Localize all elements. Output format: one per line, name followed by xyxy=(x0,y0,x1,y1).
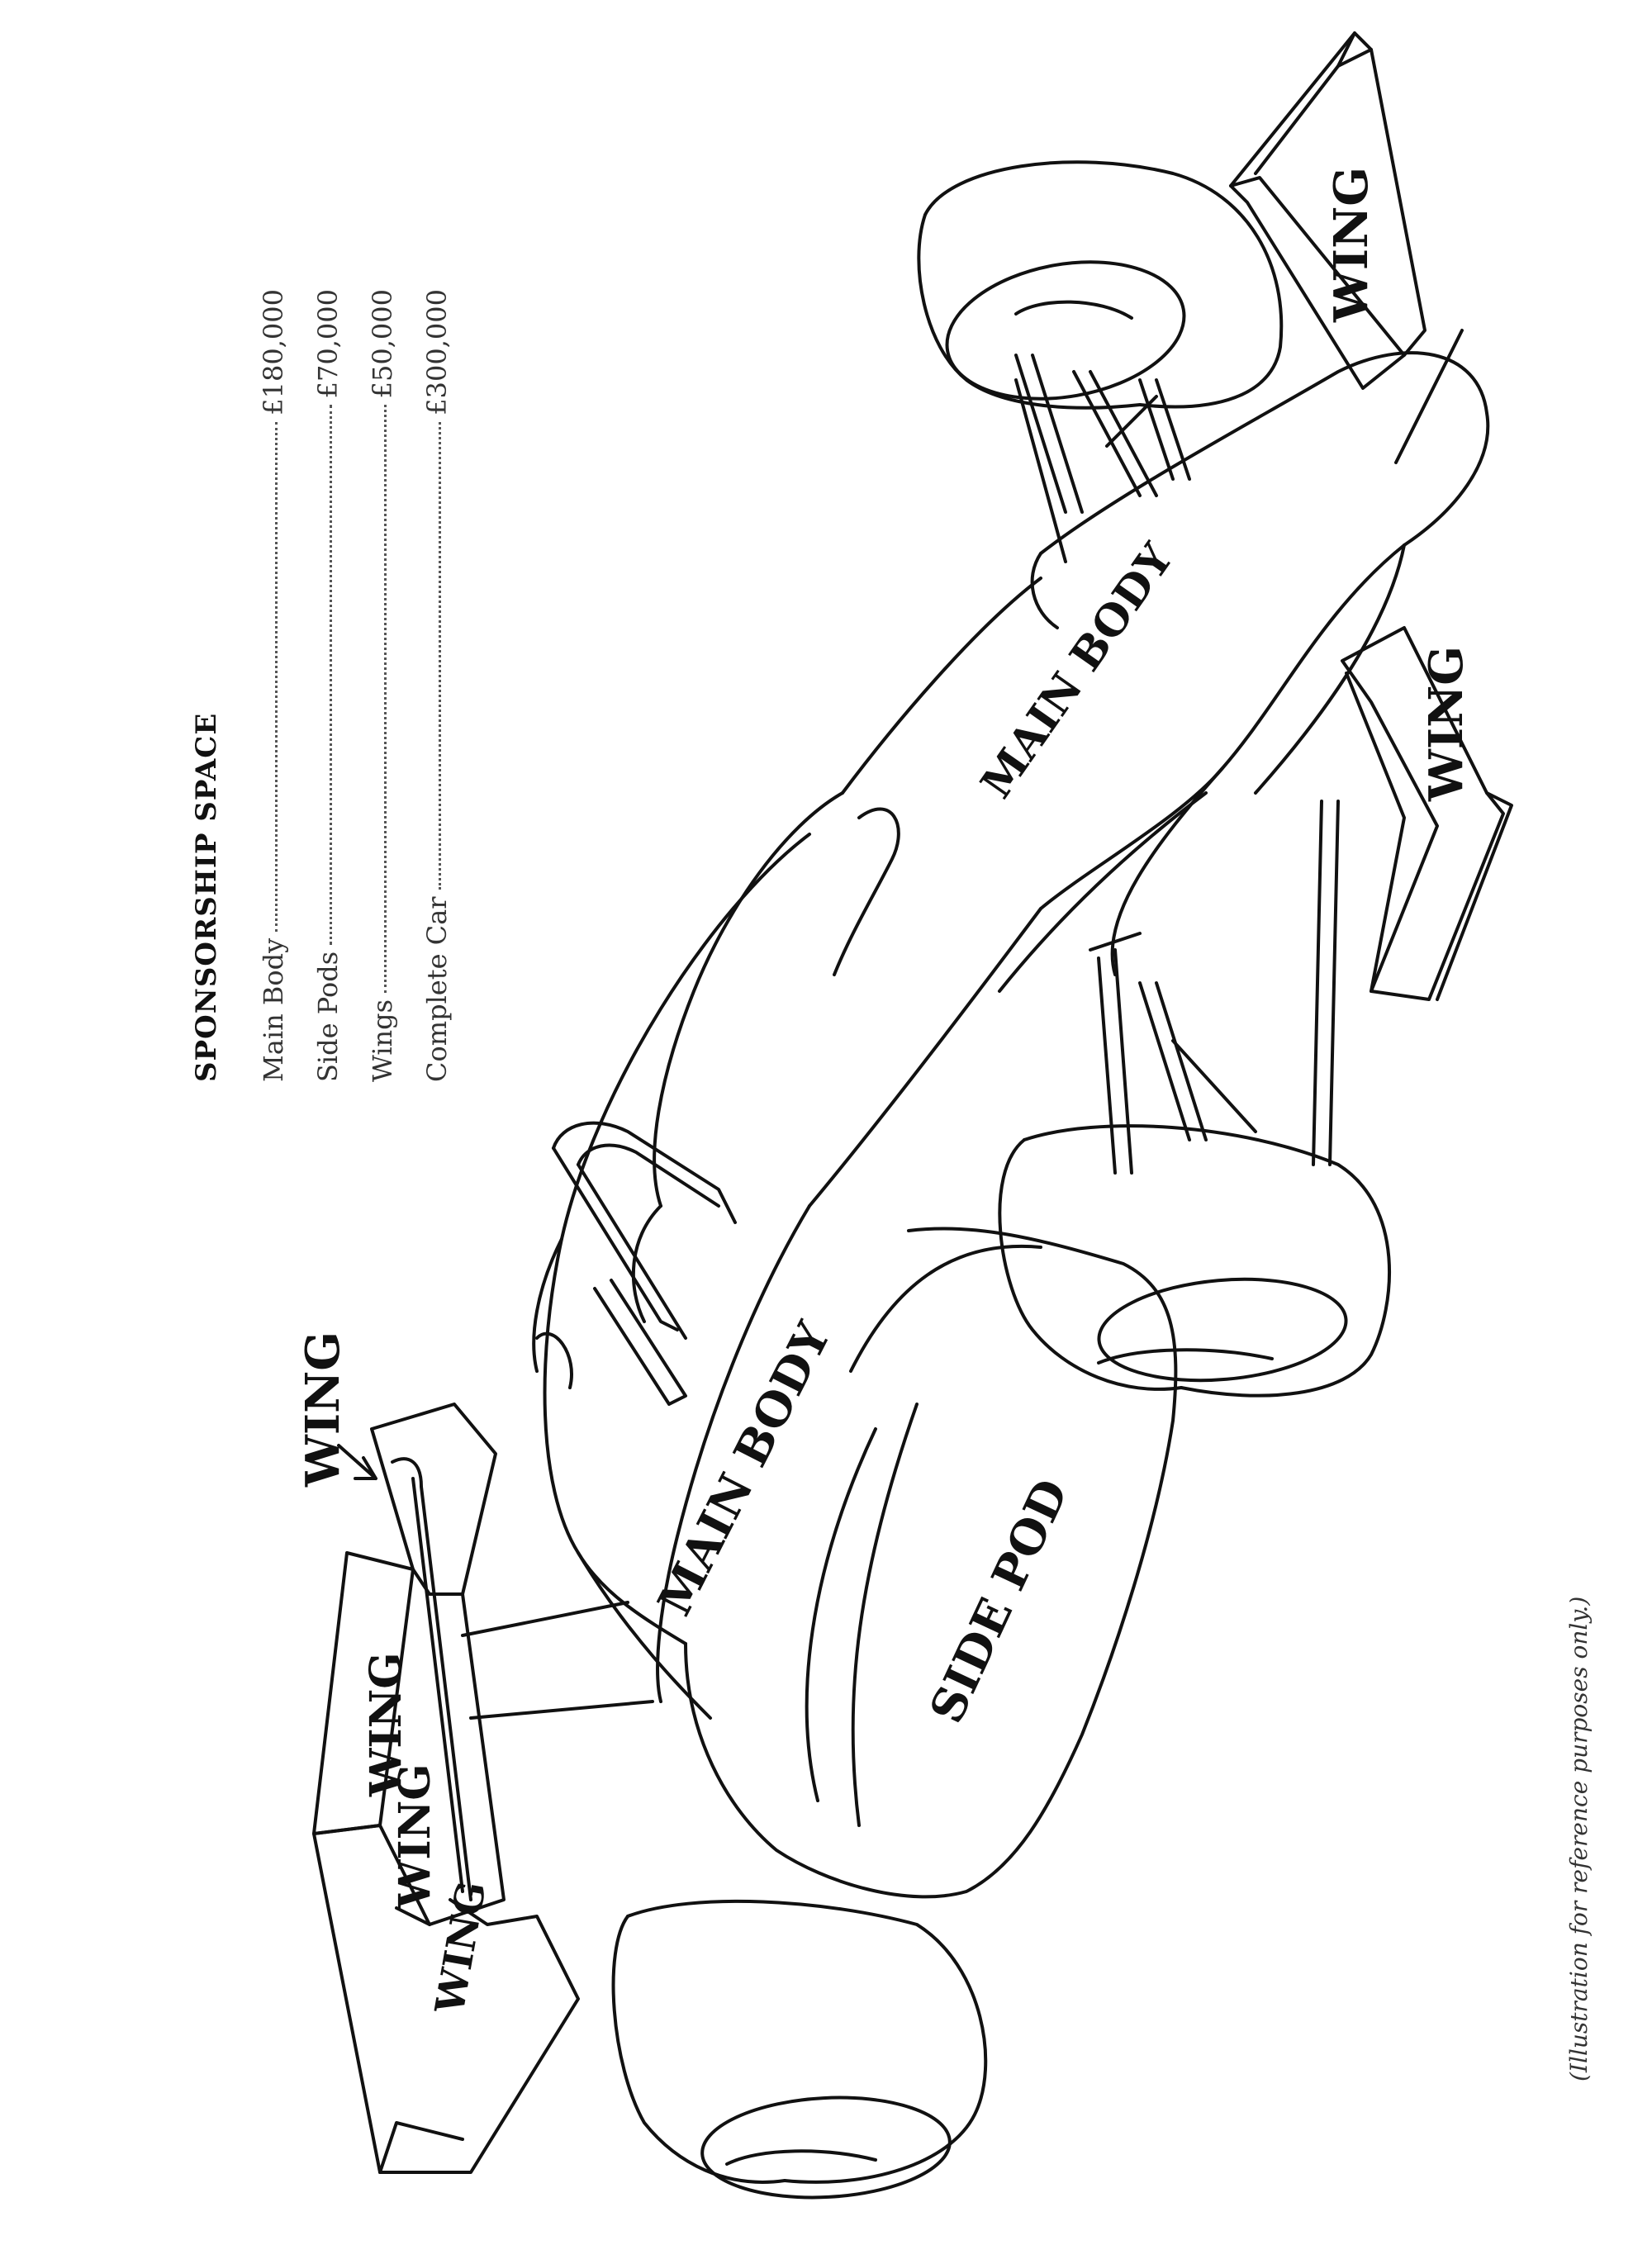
label-side-pod: SIDE POD xyxy=(919,1471,1080,1731)
rear-wing-lower xyxy=(1341,329,1513,1001)
side-pod xyxy=(684,1227,1178,1899)
roll-hoop xyxy=(552,1121,737,1406)
front-wing xyxy=(312,1403,654,2174)
front-right-wheel xyxy=(998,1124,1391,1398)
label-main-body-front: MAIN BODY xyxy=(648,1313,842,1625)
label-wing-front-mid-1: WING xyxy=(361,1652,411,1797)
label-main-body-rear: MAIN BODY xyxy=(971,534,1184,808)
main-body xyxy=(653,351,1490,1208)
label-wing-rear-1: WING xyxy=(1324,167,1379,323)
front-suspension xyxy=(1089,800,1340,1175)
rear-wing xyxy=(1229,31,1427,390)
front-body xyxy=(532,833,811,1720)
rear-wheel-top xyxy=(917,160,1284,410)
front-left-wheel xyxy=(611,1899,988,2200)
label-wing-rear-2: WING xyxy=(1419,646,1474,802)
wing-arrow xyxy=(337,1444,377,1480)
label-wing-front-mid-2: WING xyxy=(390,1763,440,1909)
label-wing-front-top: WING xyxy=(296,1331,350,1488)
illustration-caption: (Illustration for reference purposes onl… xyxy=(1565,1596,1593,2081)
rear-suspension xyxy=(1014,354,1191,563)
